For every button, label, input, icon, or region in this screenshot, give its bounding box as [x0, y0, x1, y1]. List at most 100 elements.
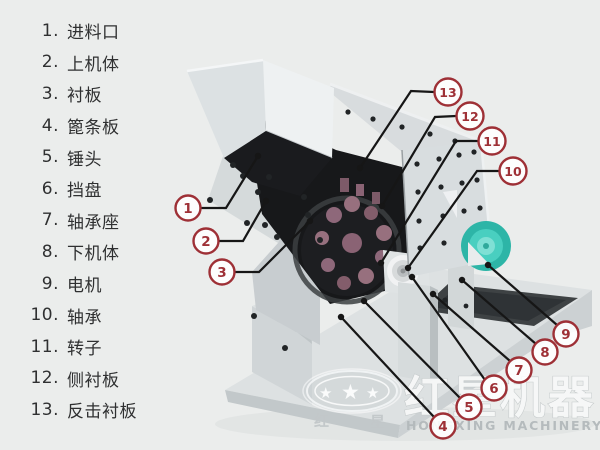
leader-endpoint-dot — [254, 152, 262, 160]
parts-list-item: 9. 电机 — [12, 268, 177, 300]
callout-number: 4 — [438, 419, 447, 435]
callout-bubble — [455, 393, 483, 421]
leader-line — [461, 279, 537, 345]
leader-endpoint-dot — [306, 217, 314, 225]
callout-bubble — [552, 320, 580, 348]
leader-line — [363, 300, 461, 399]
part-label: 侧衬板 — [67, 370, 120, 391]
parts-list-item: 4. 篦条板 — [12, 110, 177, 142]
callout-bubble — [174, 194, 202, 222]
callout-6: 6 — [408, 273, 508, 402]
callout-bubble — [208, 258, 236, 286]
callout-bubble — [477, 126, 507, 156]
part-label: 进料口 — [67, 23, 120, 44]
emblem-char-left: 红 — [314, 412, 329, 430]
leader-endpoint-dot — [262, 197, 270, 205]
leader-endpoint-dot — [356, 164, 364, 172]
part-number: 12. — [30, 368, 59, 389]
callout-number: 1 — [183, 201, 192, 217]
leader-endpoint-dot — [429, 290, 437, 298]
leader-line — [407, 169, 499, 269]
callout-8: 8 — [458, 276, 559, 366]
callout-7: 7 — [429, 290, 533, 384]
leader-line — [340, 316, 435, 418]
part-label: 电机 — [67, 276, 102, 297]
hopper-left-wall — [187, 60, 266, 158]
motor — [461, 221, 511, 271]
part-label: 上机体 — [67, 54, 120, 75]
callout-number: 7 — [514, 363, 523, 379]
hopper-back-wall — [263, 60, 334, 158]
parts-list-item: 11.转子 — [12, 331, 177, 363]
callout-number: 12 — [461, 109, 478, 124]
part-number: 7. — [41, 210, 59, 231]
leader-endpoint-dot — [458, 276, 466, 284]
part-label: 篦条板 — [67, 118, 120, 139]
leader-endpoint-dot — [404, 264, 412, 272]
leader-line — [234, 220, 311, 274]
part-number: 6. — [41, 178, 59, 199]
hopper-flange-bolts — [207, 162, 323, 243]
callout-number: 3 — [217, 265, 226, 281]
leader-line — [359, 89, 435, 169]
part-number: 9. — [41, 273, 59, 294]
callout-number: 2 — [201, 234, 210, 250]
part-label: 轴承座 — [67, 212, 120, 233]
leader-endpoint-dot — [484, 261, 492, 269]
parts-list-item: 2. 上机体 — [12, 47, 177, 79]
leader-endpoint-dot — [408, 273, 416, 281]
leader-endpoint-dot — [378, 202, 386, 210]
star-icon: ★ — [366, 384, 379, 402]
callout-number: 10 — [504, 164, 522, 179]
leader-line — [218, 200, 267, 243]
callout-number: 11 — [483, 134, 500, 149]
callout-bubble — [480, 374, 508, 402]
star-icon: ★ — [341, 380, 360, 404]
star-icon: ★ — [319, 384, 332, 402]
leader-line — [380, 139, 478, 264]
parts-list-item: 1. 进料口 — [12, 15, 177, 47]
callout-1: 1 — [174, 152, 262, 222]
part-label: 锤头 — [67, 149, 102, 170]
part-number: 8. — [41, 241, 59, 262]
callout-bubble — [429, 412, 457, 440]
leader-endpoint-dot — [377, 259, 385, 267]
callout-10: 10 — [404, 156, 528, 272]
part-number: 4. — [41, 115, 59, 136]
part-number: 13. — [30, 399, 59, 420]
part-number: 3. — [41, 83, 59, 104]
part-label: 挡盘 — [67, 181, 102, 202]
part-number: 10. — [30, 305, 59, 326]
parts-list-item: 13.反击衬板 — [12, 394, 177, 426]
callout-4: 4 — [337, 313, 457, 440]
rotor — [292, 178, 402, 305]
part-label: 衬板 — [67, 86, 102, 107]
callout-bubble — [531, 338, 559, 366]
leader-line — [487, 264, 558, 326]
parts-list-item: 5.锤头 — [12, 141, 177, 173]
part-number: 2. — [41, 52, 59, 73]
callout-number: 9 — [561, 327, 570, 343]
callout-2: 2 — [192, 197, 270, 255]
parts-list-item: 12. 侧衬板 — [12, 363, 177, 395]
parts-list-item: 8. 下机体 — [12, 236, 177, 268]
leader-endpoint-dot — [337, 313, 345, 321]
callout-bubble — [433, 77, 463, 107]
parts-list-item: 3. 衬板 — [12, 78, 177, 110]
hopper-mouth-dark — [224, 131, 332, 196]
callout-12: 12 — [378, 101, 485, 210]
part-label: 轴承 — [67, 307, 102, 328]
part-number: 11. — [30, 336, 59, 357]
brand-emblem: ★ ★ ★ 红 星 — [302, 368, 402, 431]
part-label: 下机体 — [67, 244, 120, 265]
callout-9: 9 — [484, 261, 580, 348]
part-number: 1. — [41, 20, 59, 41]
parts-list-item: 10. 轴承 — [12, 299, 177, 331]
leader-line — [381, 114, 457, 207]
feed-hopper — [186, 58, 334, 243]
leader-line — [432, 293, 511, 362]
callout-bubble — [498, 156, 528, 186]
